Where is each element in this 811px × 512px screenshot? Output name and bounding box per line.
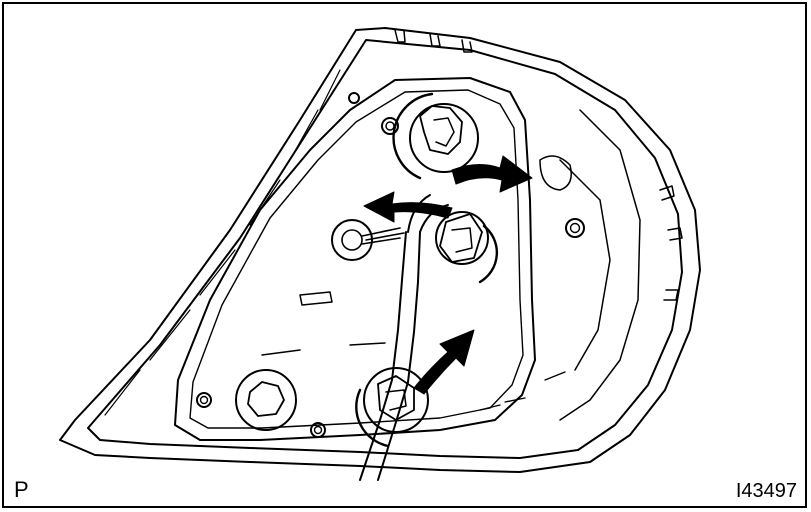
housing-lower-ribs	[479, 371, 566, 411]
housing-slot-mid	[261, 291, 386, 356]
housing-rib-lines	[104, 69, 341, 416]
center-bulb-socket	[331, 219, 373, 261]
center-bulb-wires	[361, 227, 405, 245]
arrow-up-lower	[413, 329, 475, 395]
arrow-right-upper	[451, 155, 533, 193]
lower-left-socket	[235, 369, 297, 431]
housing-slot-right	[539, 155, 572, 191]
small-boss-top	[348, 92, 360, 104]
mount-boss-top-left-hole	[385, 121, 395, 131]
middle-socket-group	[435, 211, 498, 284]
lower-socket-group	[355, 367, 429, 448]
mount-boss-top-left	[381, 117, 399, 135]
upper-socket-group	[392, 92, 479, 180]
mount-boss-bottom-left	[196, 392, 212, 408]
mount-boss-right	[565, 218, 585, 238]
upper-rotation-arc	[392, 92, 434, 180]
page-marker-label: P	[14, 477, 29, 502]
mount-boss-bottom-hole	[313, 425, 323, 435]
wire-harness	[359, 231, 421, 481]
arrow-left-middle	[363, 191, 453, 223]
lower-left-socket-key	[247, 381, 285, 417]
lamp-housing-outline	[59, 27, 701, 473]
figure-id-label: I43497	[735, 480, 797, 502]
lower-rotation-arc	[355, 388, 390, 448]
housing-right-tabs	[659, 185, 683, 301]
middle-rotation-arc	[478, 224, 498, 284]
housing-top-tabs	[394, 29, 473, 53]
mount-boss-right-hole	[569, 222, 581, 234]
mount-boss-bottom-left-hole	[199, 395, 209, 405]
right-reflector-contour	[559, 109, 641, 421]
mount-boss-bottom	[310, 422, 326, 438]
lamp-housing-inner-edge	[87, 39, 683, 459]
center-bulb-socket-core	[341, 229, 363, 251]
reflector-panel-inner	[189, 89, 524, 429]
